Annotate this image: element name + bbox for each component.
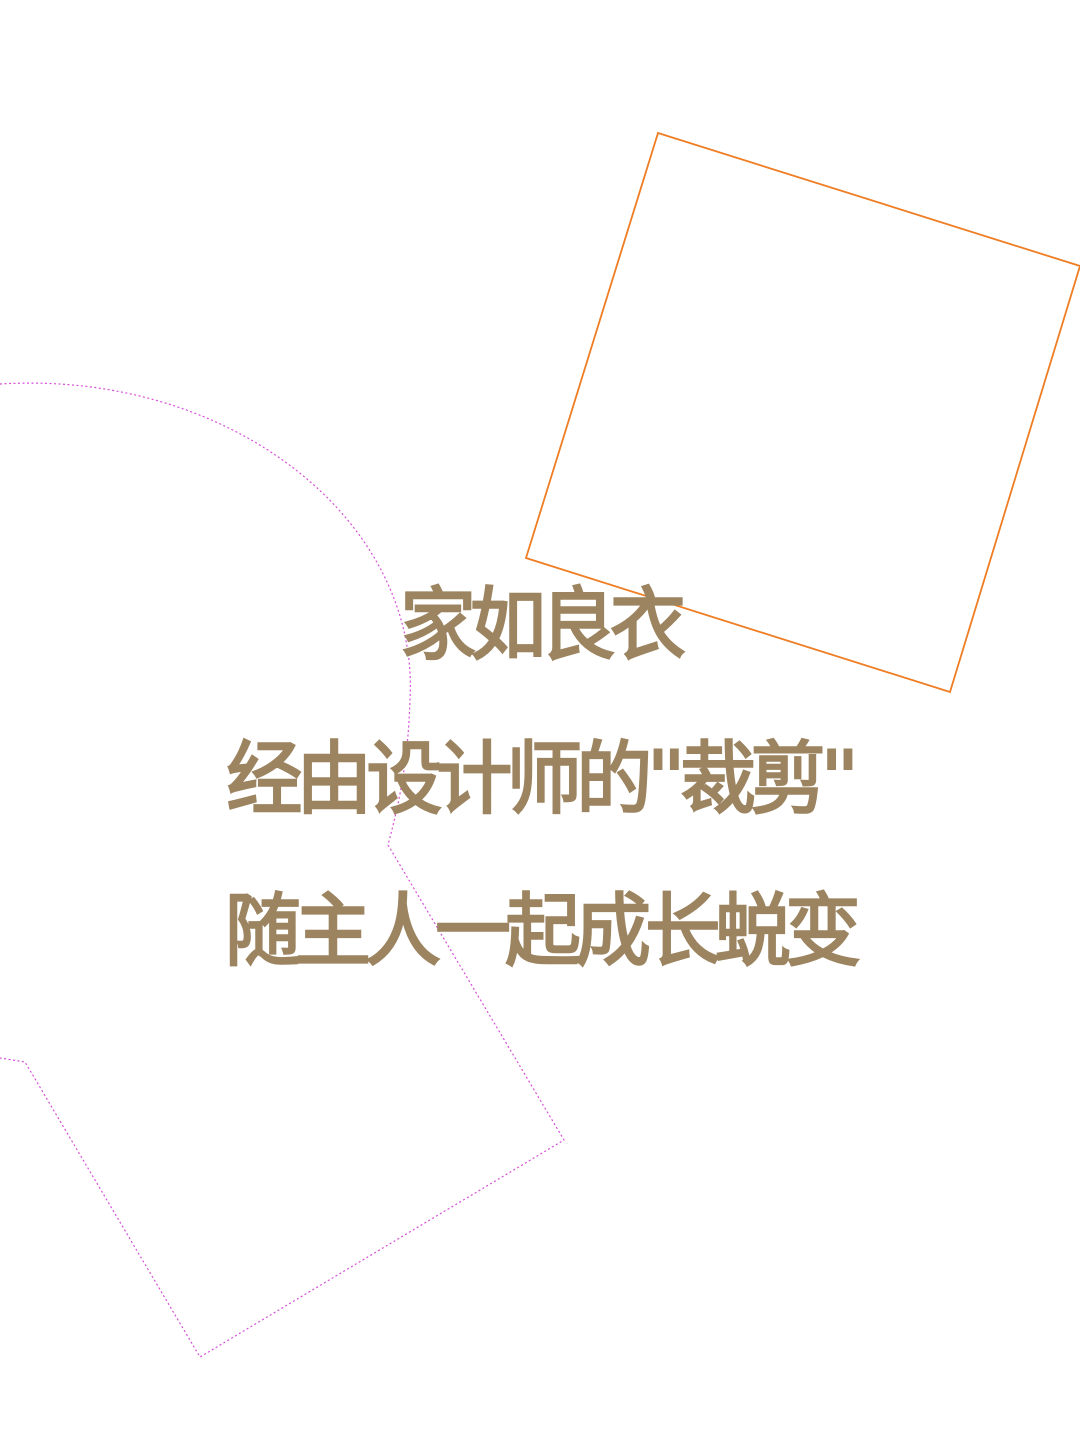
dotted-arch-outline bbox=[0, 382, 565, 1358]
rotated-square-outline bbox=[524, 131, 1080, 694]
headline-line-3: 随主人一起成长蜕变 bbox=[225, 883, 861, 978]
headline-line-2: 经由设计师的"裁剪" bbox=[226, 731, 859, 826]
headline-line-1: 家如良衣 bbox=[400, 577, 686, 672]
